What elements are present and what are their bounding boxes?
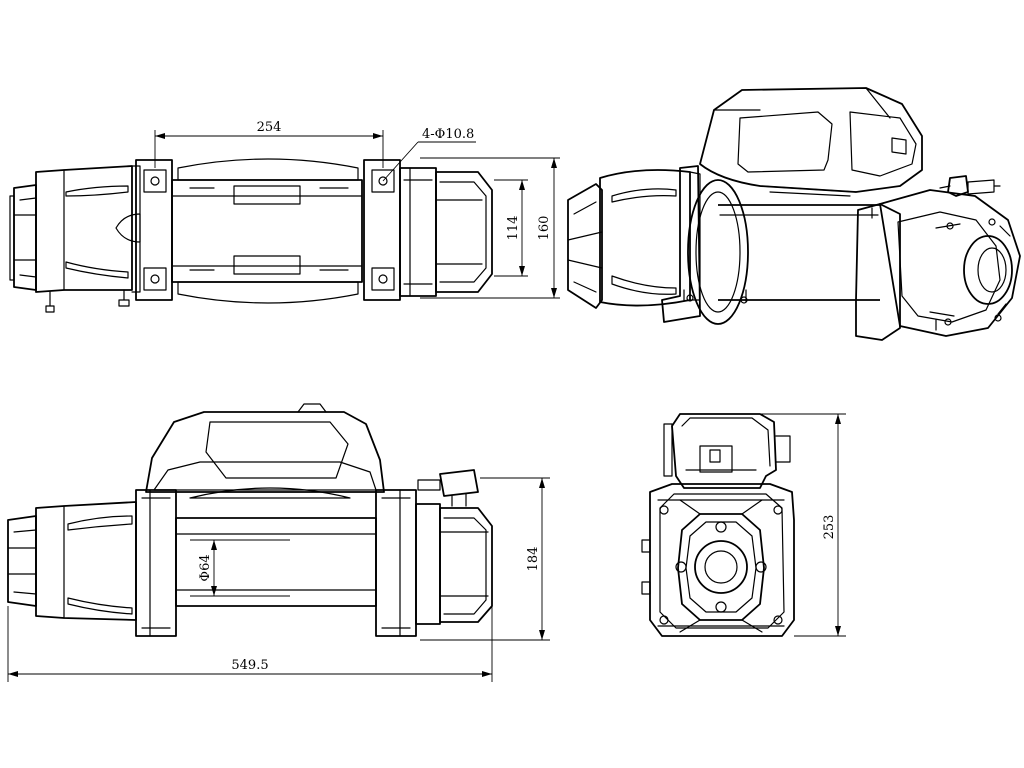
dim-label-184: 184 — [526, 547, 541, 572]
dim-label-114: 114 — [506, 216, 521, 241]
dim-holes: 4-Φ10.8 — [382, 127, 476, 182]
dim-top-width: 254 — [154, 120, 384, 168]
dim-label-160: 160 — [537, 216, 552, 241]
dim-label-253: 253 — [822, 515, 837, 540]
dim-label-holes: 4-Φ10.8 — [422, 127, 474, 142]
side-view: 253 — [641, 413, 846, 637]
isometric-view — [567, 87, 1021, 341]
dim-label-549: 549.5 — [231, 658, 268, 673]
dim-top-inner: 114 — [494, 179, 528, 277]
dim-overall-length: 549.5 — [7, 606, 493, 682]
dim-label-254: 254 — [257, 120, 282, 135]
dim-side-height: 253 — [740, 413, 846, 637]
dim-label-drum: Φ64 — [198, 554, 213, 581]
top-view: 254 4-Φ10.8 114 160 — [9, 120, 560, 313]
dim-top-outer: 160 — [420, 157, 560, 299]
front-view: Φ64 184 549.5 — [7, 403, 550, 682]
dim-drum-dia: Φ64 — [190, 539, 290, 597]
dim-front-height: 184 — [420, 477, 550, 641]
